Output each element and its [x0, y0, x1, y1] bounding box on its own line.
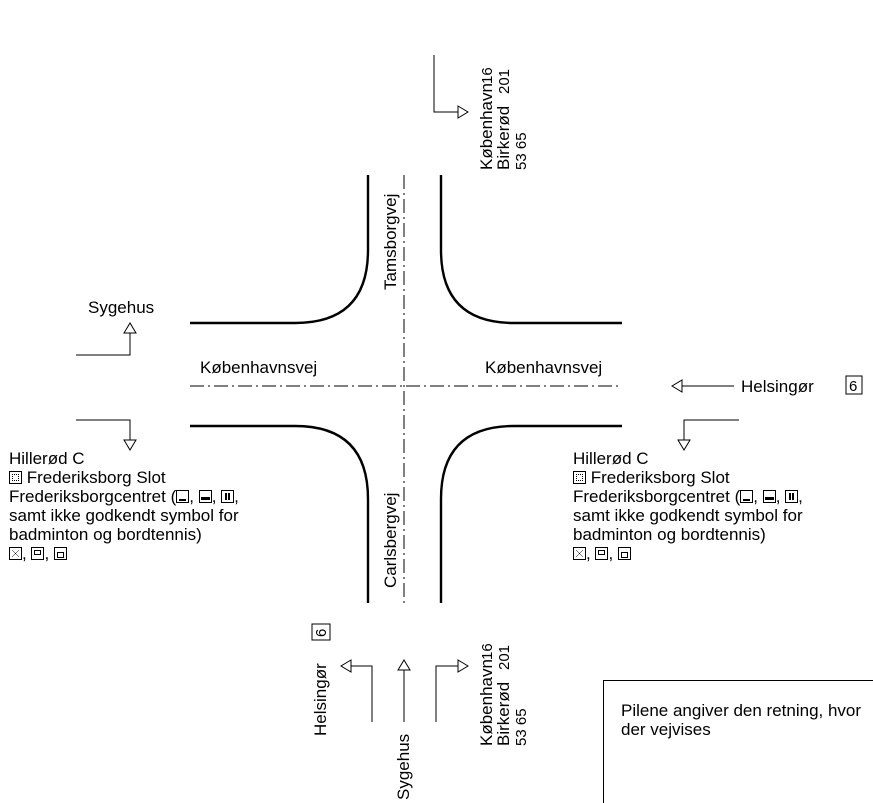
route-top-16: 16 — [479, 67, 496, 84]
road-name-west: Københavnsvej — [200, 358, 317, 377]
road-edge-sw — [190, 424, 370, 603]
route-bottom-6: 6 — [313, 629, 330, 637]
sign-bottom-left: Helsingør 6 — [311, 623, 331, 736]
route-box-right-6 — [845, 375, 863, 395]
sign-right-helsingor: Helsingør — [741, 377, 814, 396]
dest-frederiksborg-slot-line: Frederiksborg Slot — [573, 468, 803, 487]
dest-centret: Frederiksborgcentret ( — [573, 487, 741, 506]
destination-block-right: Hillerød C Frederiksborg Slot Frederiksb… — [573, 449, 803, 563]
screen-icon — [595, 547, 609, 560]
legend-note-box: Pilene angiver den retning, hvor der vej… — [603, 680, 873, 803]
arrowhead-top — [457, 105, 469, 119]
arrowhead-bottom-up — [397, 659, 411, 671]
arrowhead-right-down — [677, 439, 691, 451]
dest-samt: samt ikke godkendt symbol for — [9, 506, 239, 525]
sight-icon — [9, 471, 22, 484]
sep: , — [586, 544, 596, 563]
dest-frederiksborg-slot: Frederiksborg Slot — [26, 468, 166, 487]
arrow-right-down — [683, 419, 739, 440]
bed-icon — [198, 490, 212, 503]
road-edge-nw — [190, 175, 370, 325]
arrow-left-down — [76, 419, 131, 440]
hostel-icon — [617, 547, 631, 560]
sep: , — [211, 487, 222, 506]
dest-badminton: badminton og bordtennis) — [9, 525, 202, 544]
destination-block-left: Hillerød C Frederiksborg Slot Frederiksb… — [9, 449, 239, 563]
tourist-icon — [740, 490, 754, 503]
restaurant-icon — [221, 490, 235, 503]
sep: , — [189, 487, 199, 506]
arrow-bottom-right — [435, 665, 458, 722]
road-edge-se — [439, 424, 622, 603]
route-right-6: 6 — [849, 378, 857, 395]
sign-top: København Birkerød 16 201 53 65 — [477, 67, 530, 170]
sep: , — [753, 487, 763, 506]
arrowhead-left-down — [123, 439, 137, 451]
sign-bottom-birkerod: Birkerød — [494, 682, 513, 746]
dest-frederiksborg-slot: Frederiksborg Slot — [590, 468, 730, 487]
arrowhead-right-left — [671, 379, 683, 393]
route-top-53-65: 53 65 — [513, 132, 530, 170]
sep: , — [44, 544, 54, 563]
line-end: , — [234, 487, 239, 506]
dest-hillerod-c: Hillerød C — [573, 449, 649, 468]
sign-left-sygehus: Sygehus — [88, 298, 154, 317]
road-name-east: Københavnsvej — [485, 358, 602, 377]
road-name-north: Tamsborgvej — [381, 194, 400, 290]
sign-bottom-copenhagen: København — [477, 659, 496, 746]
route-top-201: 201 — [496, 69, 513, 94]
arrow-left-up — [76, 333, 131, 356]
restaurant-icon — [785, 490, 799, 503]
arrowhead-left-up — [123, 322, 137, 334]
screen-icon — [31, 547, 45, 560]
dest-samt: samt ikke godkendt symbol for — [573, 506, 803, 525]
tourist-icon — [176, 490, 190, 503]
sign-top-birkerod: Birkerød — [494, 106, 513, 170]
camping-icon — [9, 547, 22, 560]
sign-top-copenhagen: København — [477, 83, 496, 170]
arrowhead-bottom-right — [457, 659, 469, 673]
arrow-bottom-left — [351, 665, 373, 722]
dest-hillerod-c: Hillerød C — [9, 449, 85, 468]
line-end: , — [798, 487, 803, 506]
dest-centret: Frederiksborgcentret ( — [9, 487, 177, 506]
camping-icon — [573, 547, 586, 560]
route-bottom-201: 201 — [496, 645, 513, 670]
dest-centret-line: Frederiksborgcentret (, , , — [573, 487, 803, 506]
dest-centret-line: Frederiksborgcentret (, , , — [9, 487, 239, 506]
route-bottom-53-65: 53 65 — [513, 708, 530, 746]
sight-icon — [573, 471, 586, 484]
sign-bottom-sygehus: Sygehus — [394, 734, 413, 800]
arrow-top-right-turn — [433, 55, 458, 113]
sign-bottom-helsingor: Helsingør — [311, 663, 330, 736]
sign-bottom-right: København Birkerød 16 201 53 65 — [477, 643, 530, 746]
legend-note-text: Pilene angiver den retning, hvor der vej… — [621, 701, 862, 739]
road-name-south: Carlsbergvej — [381, 493, 400, 588]
dest-frederiksborg-slot-line: Frederiksborg Slot — [9, 468, 239, 487]
sep: , — [22, 544, 32, 563]
dest-icons-line: , , — [9, 544, 239, 563]
sep: , — [608, 544, 618, 563]
bed-icon — [762, 490, 776, 503]
dest-badminton: badminton og bordtennis) — [573, 525, 766, 544]
route-box-bottom-6 — [311, 623, 331, 641]
road-edge-ne — [439, 175, 622, 325]
dest-icons-line: , , — [573, 544, 803, 563]
arrowhead-bottom-left — [340, 659, 352, 673]
hostel-icon — [53, 547, 67, 560]
sep: , — [775, 487, 786, 506]
route-bottom-16: 16 — [479, 643, 496, 660]
